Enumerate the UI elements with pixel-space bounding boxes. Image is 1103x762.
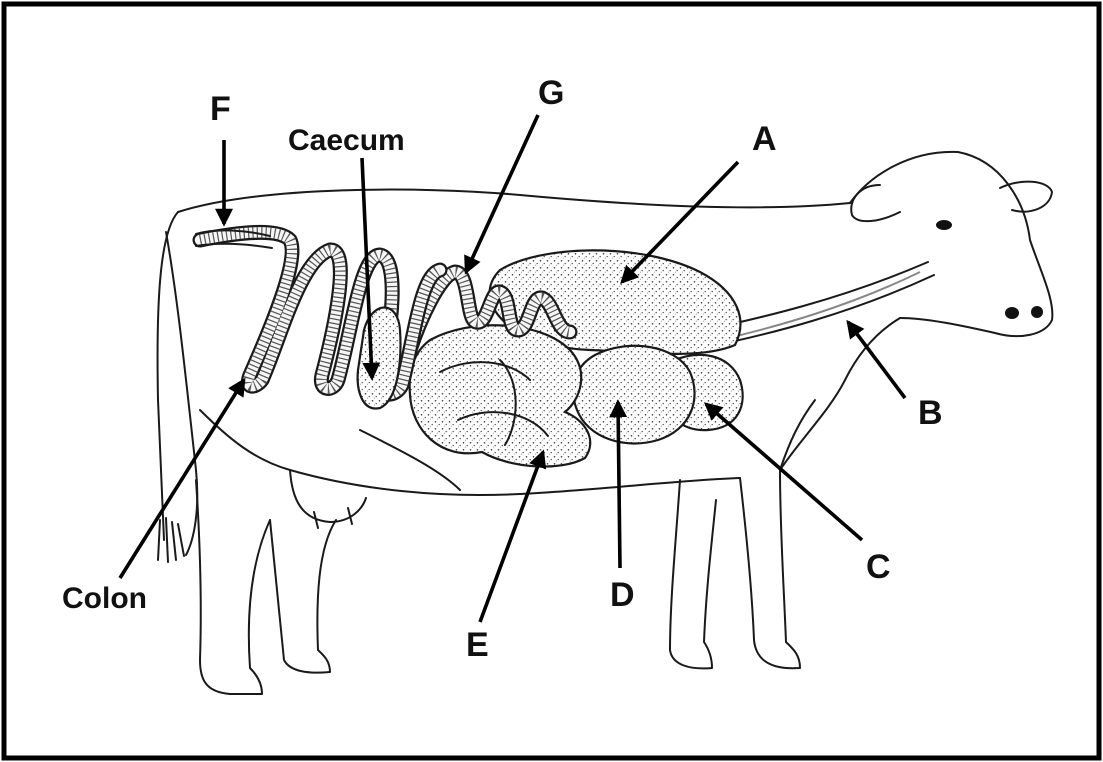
nostril: [1031, 306, 1043, 318]
label-f: F: [210, 90, 231, 128]
label-b: B: [918, 394, 943, 432]
nostril: [1005, 307, 1019, 319]
label-colon: Colon: [62, 582, 147, 615]
arrow-d: [618, 402, 620, 568]
label-c: C: [866, 548, 891, 586]
omasum: [573, 346, 694, 444]
label-g: G: [538, 74, 564, 112]
eye: [936, 220, 952, 230]
label-d: D: [610, 576, 635, 614]
label-e: E: [466, 626, 489, 664]
label-caecum: Caecum: [288, 124, 405, 157]
label-a: A: [752, 120, 777, 158]
